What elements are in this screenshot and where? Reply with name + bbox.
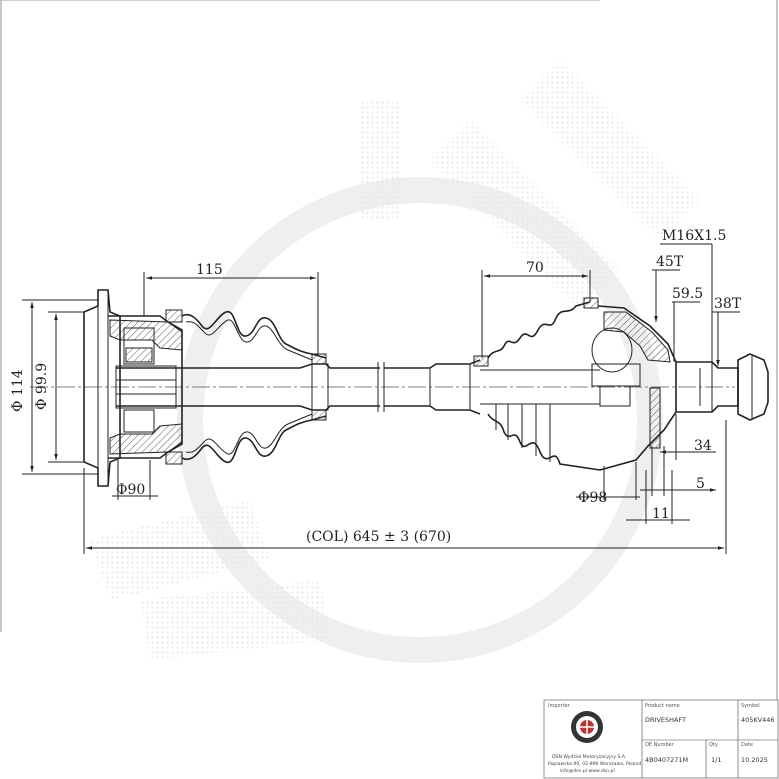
dim-34: 34 (694, 438, 712, 454)
gear-logo-icon (571, 711, 603, 743)
frame (0, 0, 778, 700)
title-block: Importer DSN Wydzial Motoryzacyjny S.A. … (543, 699, 779, 779)
dim-11: 11 (652, 506, 670, 522)
dim-45t: 45T (656, 254, 684, 270)
importer-line2: Poplawska 90, 02-896 Warszawa, Poland (548, 761, 641, 767)
dim-5: 5 (696, 476, 705, 492)
symbol-label: Symbol (741, 703, 760, 709)
dim-59-5: 59.5 (672, 286, 703, 302)
importer-label: Importer (548, 703, 571, 709)
dimension-lines (22, 243, 740, 554)
qty-value: 1/1 (711, 756, 721, 764)
dim-overall-length: (COL) 645 ± 3 (670) (306, 529, 451, 545)
dim-d90: Φ90 (116, 482, 145, 498)
dim-thread: M16X1.5 (662, 228, 726, 244)
symbol-value: 405KV446 (741, 716, 775, 724)
shaft (116, 359, 481, 415)
dim-38t: 38T (714, 296, 742, 312)
right-boot (473, 297, 601, 471)
product-value: DRIVESHAFT (645, 716, 686, 724)
right-cv-joint (591, 305, 769, 471)
dim-d114: Φ 114 (10, 369, 26, 412)
importer-line3: info@dsn.pl www.dsn.pl (560, 768, 615, 774)
oe-label: OE Number (645, 742, 675, 748)
dim-d99-9: Φ 99.9 (34, 363, 50, 410)
product-label: Product name (645, 703, 680, 709)
qty-label: Qty (709, 742, 718, 748)
date-label: Date (741, 742, 753, 748)
dim-70: 70 (526, 260, 544, 276)
dimension-labels: Φ 114 Φ 99.9 Φ90 115 70 M16X1.5 45T 59.5… (10, 228, 742, 545)
left-boot (165, 309, 327, 465)
dim-d98: Φ98 (578, 490, 607, 506)
date-value: 10.2025 (741, 756, 768, 764)
importer-line1: DSN Wydzial Motoryzacyjny S.A. (552, 754, 626, 760)
dim-115: 115 (196, 262, 223, 278)
oe-value: 4B0407271M (645, 756, 688, 764)
